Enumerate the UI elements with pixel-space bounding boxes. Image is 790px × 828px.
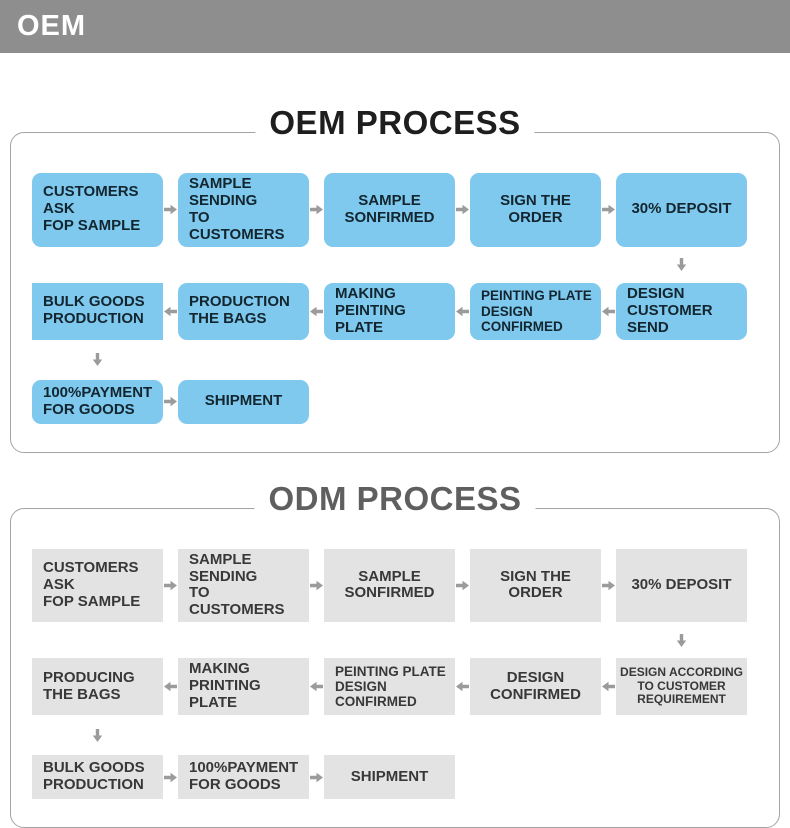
oem-row-3: 100%PAYMENT FOR GOODS SHIPMENT — [32, 379, 758, 424]
oem-step-production-bags: PRODUCTION THE BAGS — [178, 282, 309, 340]
arrow-right-icon — [601, 549, 616, 623]
arrow-left-icon — [309, 283, 324, 340]
oem-step-sample-sending: SAMPLE SENDING TO CUSTOMERS — [178, 173, 309, 247]
odm-row-1: CUSTOMERS ASK FOP SAMPLE SAMPLE SENDING … — [32, 548, 758, 623]
arrow-left-icon — [601, 283, 616, 340]
odm-row-3: BULK GOODS PRODUCTION 100%PAYMENT FOR GO… — [32, 755, 758, 800]
odm-step-making-plate: MAKING PRINTING PLATE — [178, 658, 309, 716]
odm-step-payment: 100%PAYMENT FOR GOODS — [178, 755, 309, 800]
oem-step-sign-order: SIGN THE ORDER — [470, 173, 601, 247]
odm-row-2: PRODUCING THE BAGS MAKING PRINTING PLATE… — [32, 658, 758, 716]
odm-step-deposit: 30% DEPOSIT — [616, 548, 747, 623]
odm-step-bulk-production: BULK GOODS PRODUCTION — [32, 755, 163, 800]
odm-connector-2 — [32, 715, 758, 755]
arrow-down-icon — [92, 728, 103, 742]
arrow-left-icon — [455, 658, 470, 715]
odm-step-sample-confirmed: SAMPLE SONFIRMED — [324, 548, 455, 623]
oem-step-payment: 100%PAYMENT FOR GOODS — [32, 379, 163, 424]
arrow-down-icon — [92, 353, 103, 367]
oem-process-panel: OEM PROCESS CUSTOMERS ASK FOP SAMPLE SAM… — [10, 103, 780, 453]
odm-step-shipment: SHIPMENT — [324, 755, 455, 800]
arrow-left-icon — [309, 658, 324, 715]
odm-step-customers-ask-sample: CUSTOMERS ASK FOP SAMPLE — [32, 548, 163, 623]
oem-step-making-plate: MAKING PEINTING PLATE — [324, 282, 455, 340]
odm-step-producing-bags: PRODUCING THE BAGS — [32, 658, 163, 716]
arrow-right-icon — [309, 755, 324, 799]
arrow-left-icon — [455, 283, 470, 340]
oem-step-deposit: 30% DEPOSIT — [616, 173, 747, 247]
odm-process-panel: ODM PROCESS CUSTOMERS ASK FOP SAMPLE SAM… — [10, 478, 780, 828]
oem-step-bulk-production: BULK GOODS PRODUCTION — [32, 282, 163, 340]
oem-connector-2 — [32, 340, 758, 380]
oem-step-plate-design-confirmed: PEINTING PLATE DESIGN CONFIRMED — [470, 282, 601, 340]
arrow-left-icon — [163, 283, 178, 340]
oem-row-1: CUSTOMERS ASK FOP SAMPLE SAMPLE SENDING … — [32, 173, 758, 247]
oem-step-customers-ask-sample: CUSTOMERS ASK FOP SAMPLE — [32, 173, 163, 247]
arrow-right-icon — [163, 755, 178, 799]
oem-process-title: OEM PROCESS — [255, 103, 535, 143]
oem-step-design-customer-send: DESIGN CUSTOMER SEND — [616, 282, 747, 340]
arrow-right-icon — [163, 173, 178, 247]
arrow-right-icon — [163, 549, 178, 623]
odm-process-title: ODM PROCESS — [254, 478, 536, 519]
odm-step-design-confirmed: DESIGN CONFIRMED — [470, 658, 601, 716]
odm-step-plate-design-confirmed: PEINTING PLATE DESIGN CONFIRMED — [324, 658, 455, 716]
odm-step-sign-order: SIGN THE ORDER — [470, 548, 601, 623]
oem-row-2: BULK GOODS PRODUCTION PRODUCTION THE BAG… — [32, 282, 758, 340]
arrow-right-icon — [455, 549, 470, 623]
arrow-right-icon — [309, 173, 324, 247]
arrow-left-icon — [601, 658, 616, 715]
odm-step-design-according-requirement: DESIGN ACCORDING TO CUSTOMER REQUIREMENT — [616, 658, 747, 716]
oem-connector-1 — [32, 247, 758, 283]
odm-connector-1 — [32, 622, 758, 658]
oem-step-sample-confirmed: SAMPLE SONFIRMED — [324, 173, 455, 247]
arrow-right-icon — [309, 549, 324, 623]
odm-step-sample-sending: SAMPLE SENDING TO CUSTOMERS — [178, 548, 309, 623]
arrow-right-icon — [601, 173, 616, 247]
arrow-right-icon — [163, 380, 178, 424]
page-header: OEM — [0, 0, 790, 53]
header-title: OEM — [17, 10, 87, 42]
arrow-down-icon — [676, 258, 687, 272]
arrow-left-icon — [163, 658, 178, 715]
oem-step-shipment: SHIPMENT — [178, 379, 309, 424]
arrow-down-icon — [676, 633, 687, 647]
arrow-right-icon — [455, 173, 470, 247]
